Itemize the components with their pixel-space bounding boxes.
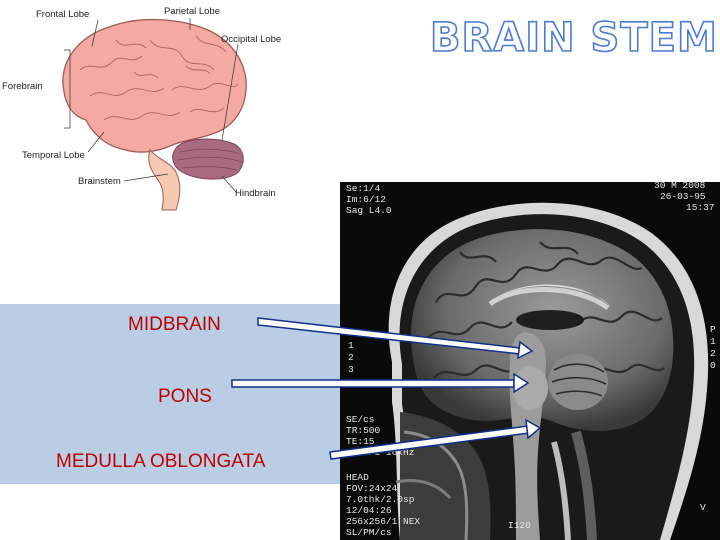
mri-info-line: 26-03-95 [660, 191, 706, 202]
mri-scan-image: Se:1/4 Im:6/12 Sag L4.0 30 M 2008 26-03-… [340, 182, 720, 540]
mri-bottom-right-label: V [700, 502, 706, 513]
mri-info-line: EC:1/1 16kHz [346, 447, 414, 458]
mri-info-line: SL/PM/cs [346, 527, 392, 538]
mri-info-line: TR:500 [346, 425, 381, 436]
slide-title: BRAIN STEM [430, 14, 715, 62]
mri-info-line: 15:37 [686, 202, 715, 213]
mri-left-scale: 1 2 3 [348, 340, 354, 375]
mri-scale-mark: 1 [348, 340, 354, 351]
term-pons: PONS [158, 386, 212, 408]
label-parietal-lobe: Parietal Lobe [164, 6, 220, 17]
mri-info-line: FOV:24x24 [346, 483, 398, 494]
mri-info-line: Sag L4.0 [346, 205, 392, 216]
mri-top-right-info: 30 M 2008 26-03-95 15:37 [654, 182, 715, 213]
term-midbrain: MIDBRAIN [128, 314, 221, 336]
mri-scale-mark: 1 [710, 336, 716, 347]
brain-diagram: Frontal Lobe Parietal Lobe Occipital Lob… [0, 0, 300, 215]
mri-scale-mark: 0 [710, 360, 716, 371]
mri-bottom-center-label: I120 [508, 520, 531, 531]
mri-info-line: SE/cs [346, 414, 375, 425]
mri-info-line: TE:15 [346, 436, 375, 447]
label-frontal-lobe: Frontal Lobe [36, 9, 89, 20]
label-forebrain: Forebrain [2, 81, 43, 92]
mri-top-left-info: Se:1/4 Im:6/12 Sag L4.0 [346, 183, 392, 216]
mri-info-line: 12/04:26 [346, 505, 392, 516]
mri-info-line: 30 M 2008 [654, 182, 706, 191]
cerebrum-shape [63, 20, 246, 152]
mri-info-line: Se:1/4 [346, 183, 381, 194]
mri-info-line: Im:6/12 [346, 194, 386, 205]
mri-info-line: 256x256/1 NEX [346, 516, 420, 527]
mri-info-line: 7.0thk/2.0sp [346, 494, 415, 505]
mri-scale-mark: 2 [348, 352, 354, 363]
mri-scale-mark: 2 [710, 348, 716, 359]
label-hindbrain: Hindbrain [235, 188, 276, 199]
mri-scale-mark: 3 [348, 364, 354, 375]
mri-scale-mark: P [710, 324, 716, 335]
label-temporal-lobe: Temporal Lobe [22, 150, 85, 161]
mri-right-scale: P 1 2 0 [710, 324, 716, 371]
label-brainstem: Brainstem [78, 176, 121, 187]
mri-info-line: HEAD [346, 472, 369, 483]
term-medulla-oblongata: MEDULLA OBLONGATA [56, 451, 265, 473]
label-occipital-lobe: Occipital Lobe [221, 34, 281, 45]
